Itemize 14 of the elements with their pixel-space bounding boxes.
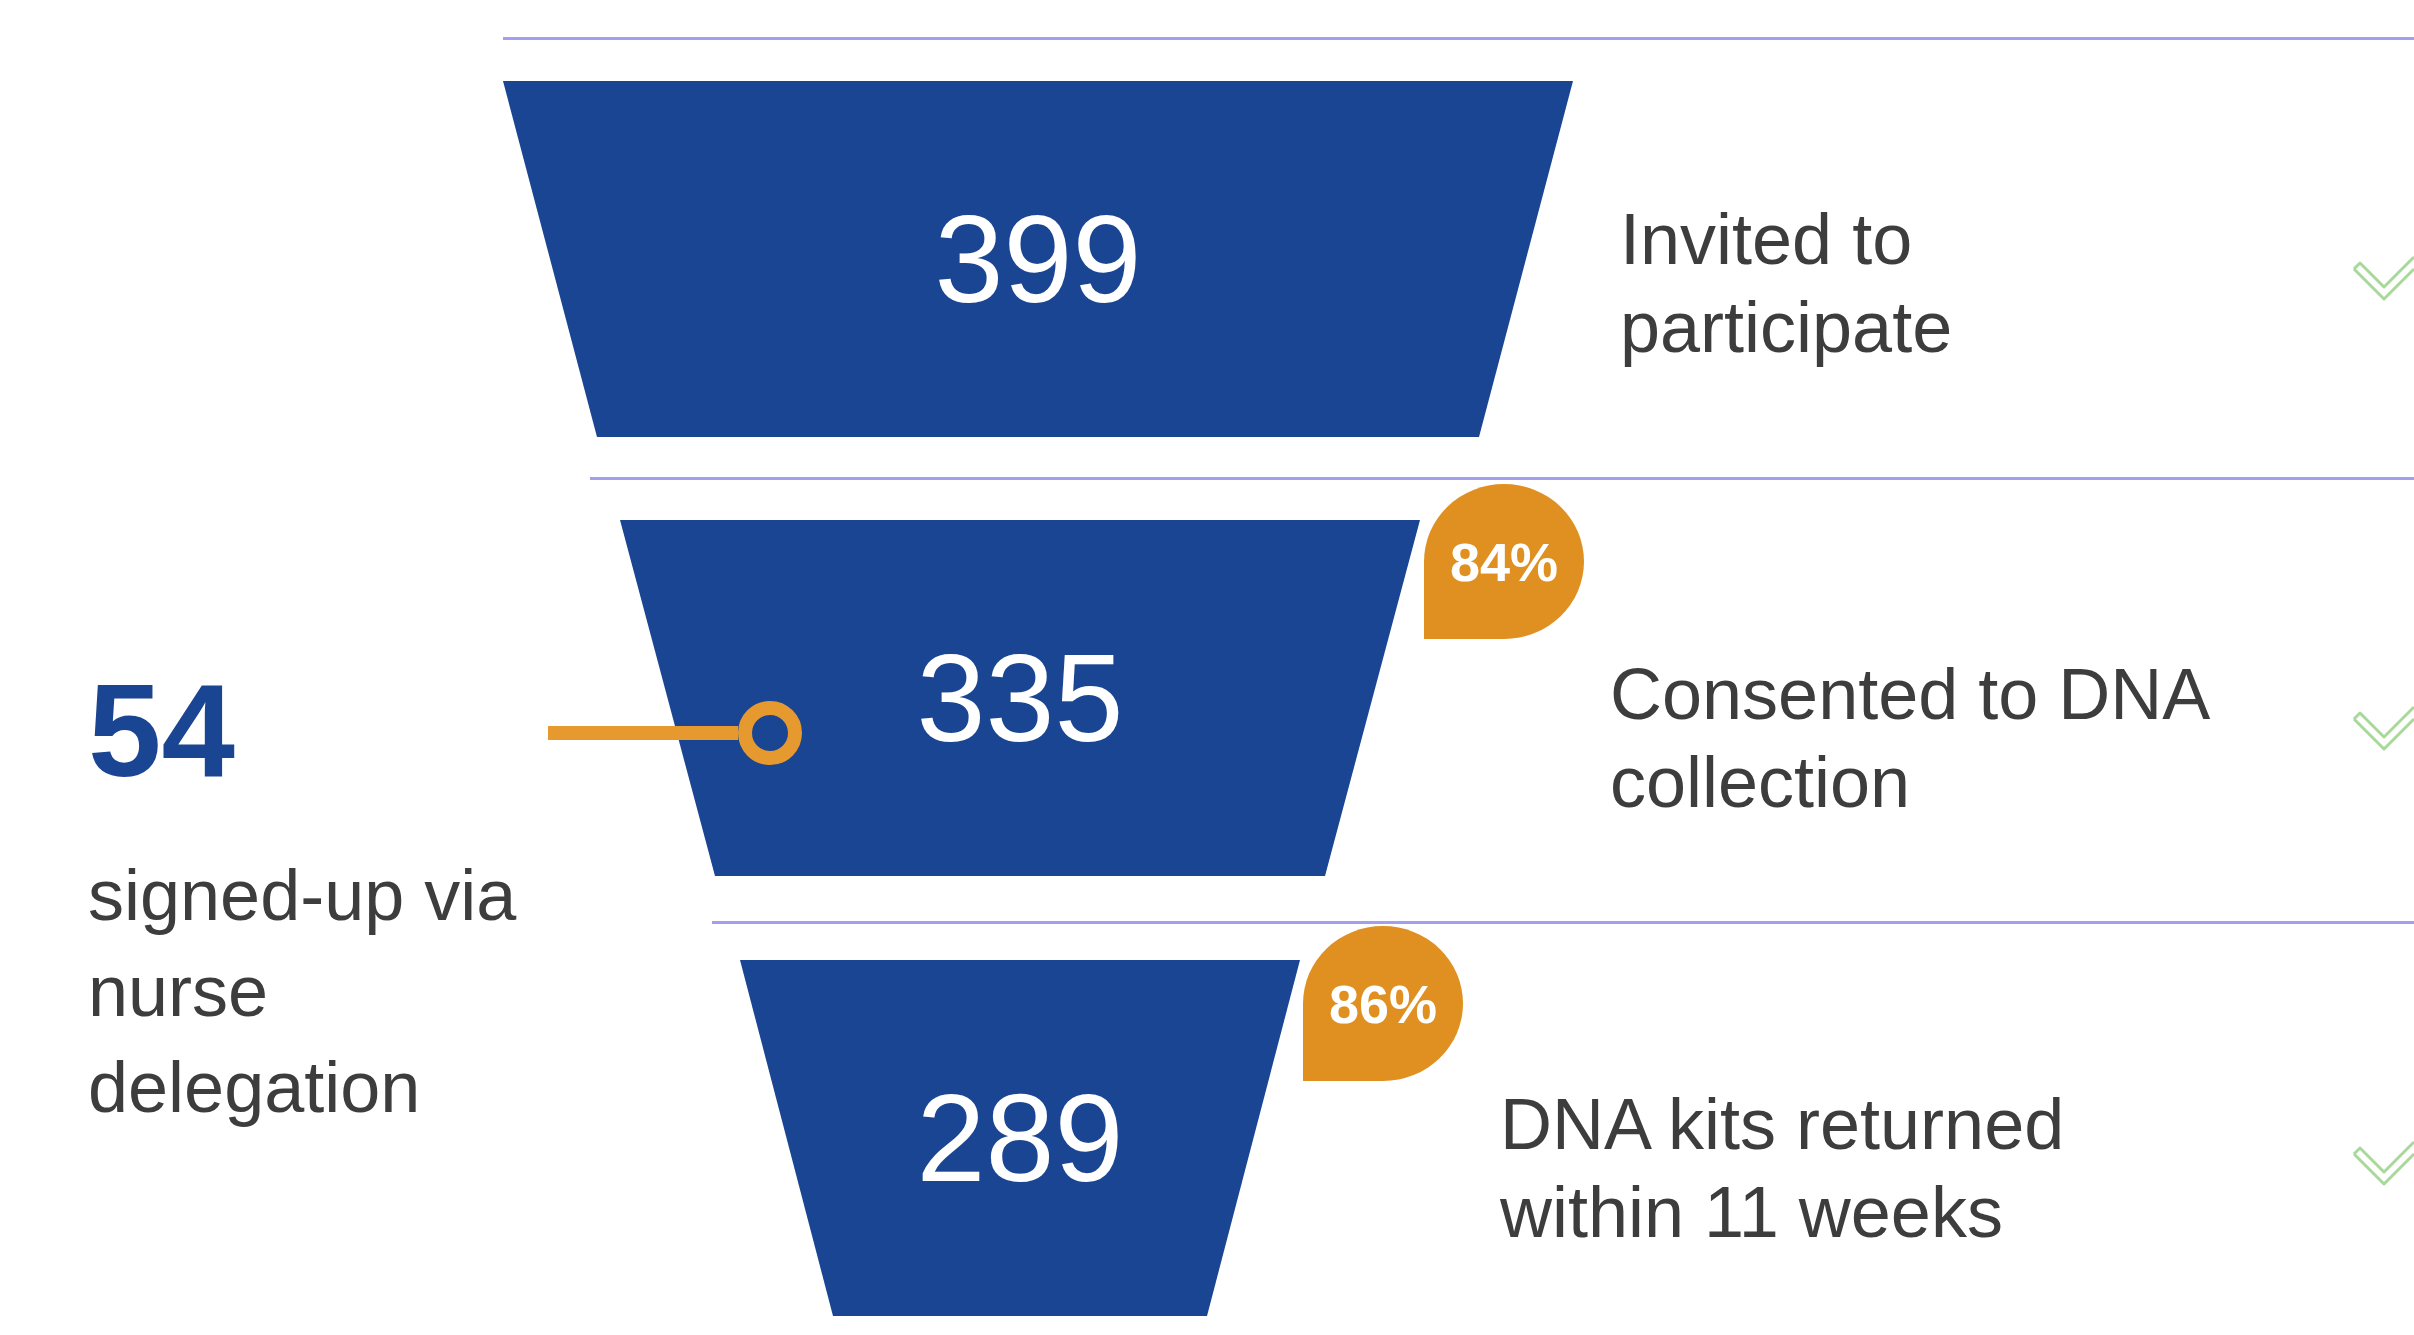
ring-marker <box>738 701 802 765</box>
percentage-badge: 84% <box>1424 484 1584 639</box>
percentage-badge: 86% <box>1303 926 1463 1081</box>
stage-description: DNA kits returned within 11 weeks <box>1500 1083 2066 1254</box>
stage-count: 399 <box>933 197 1143 321</box>
stage-count: 289 <box>915 1076 1125 1200</box>
callout-number: 54 <box>88 665 236 797</box>
stage-description: Invited to participate <box>1620 198 1954 369</box>
stage-count: 335 <box>915 636 1125 760</box>
funnel-stage <box>620 520 1420 876</box>
stage-description: Consented to DNA collection <box>1610 653 2209 824</box>
callout-text: signed-up via nurse delegation <box>88 854 518 1129</box>
funnel-stage <box>740 960 1300 1316</box>
funnel-stage <box>503 81 1573 437</box>
